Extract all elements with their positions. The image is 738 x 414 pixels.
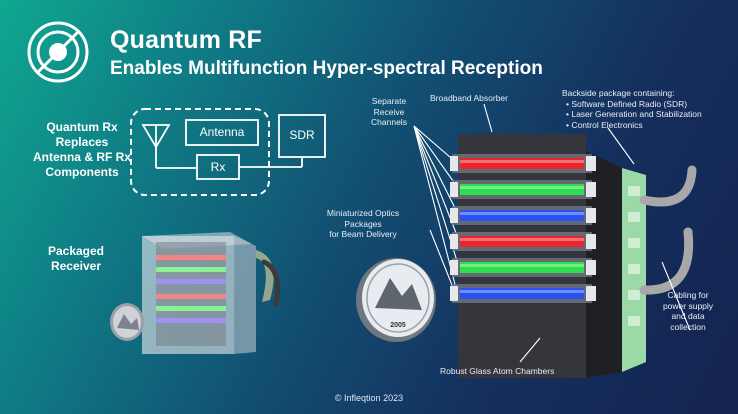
receive-channel-3 (450, 206, 596, 225)
page-title: Quantum RF (110, 26, 262, 54)
replaces-line-2: Replaces (55, 135, 109, 149)
page-subtitle: Enables Multifunction Hyper-spectral Rec… (110, 58, 543, 79)
antenna-label: Antenna (199, 125, 245, 139)
receive-channel-5 (450, 258, 596, 277)
separate-line-2: Receive (373, 106, 405, 117)
quarter-coin-icon (356, 258, 436, 342)
replaces-label: Quantum Rx Replaces Antenna & RF Rx Comp… (22, 120, 142, 180)
backside-line-1: Backside package containing: (562, 88, 675, 98)
packaged-receiver-render (142, 232, 280, 354)
atom-chamber-stack (458, 134, 697, 378)
cable-top-icon (639, 165, 697, 207)
sdr-box (278, 114, 326, 158)
rx-schematic (130, 108, 326, 196)
backside-line-2: • Software Defined Radio (SDR) (566, 98, 688, 109)
cabling-line-1: Cabling for (667, 290, 709, 300)
replaces-line-4: Components (45, 165, 119, 179)
backside-package-label: Backside package containing: • Software … (562, 88, 702, 130)
rx-label: Rx (210, 160, 226, 174)
packaged-receiver-label: Packaged Receiver (34, 244, 118, 274)
coin-year-text: 2005 (390, 322, 406, 329)
receive-channel-1 (450, 154, 596, 173)
optics-packages-label: Miniaturized Optics Packages for Beam De… (316, 208, 410, 240)
backside-line-4: • Control Electronics (566, 119, 643, 130)
optics-line-3: for Beam Delivery (329, 229, 397, 239)
separate-line-1: Separate (371, 96, 407, 106)
infleqtion-logo-icon (27, 21, 89, 83)
optics-line-2: Packages (344, 218, 382, 229)
dashed-replacement-box (130, 108, 270, 196)
broadband-absorber-label: Broadband Absorber (430, 93, 508, 103)
sdr-label: SDR (289, 128, 315, 142)
cabling-label: Cabling for power supply and data collec… (652, 290, 724, 332)
antenna-symbol-icon (141, 124, 197, 169)
cable-bottom-icon (639, 227, 694, 295)
separate-channels-label: Separate Receive Channels (354, 96, 424, 128)
coin-icon (110, 303, 144, 341)
replaces-line-3: Antenna & RF Rx (32, 150, 131, 164)
receive-channel-6 (450, 284, 596, 303)
receive-channel-2 (450, 180, 596, 199)
cabling-line-3: and data (671, 311, 705, 321)
backside-line-3: • Laser Generation and Stabilization (566, 109, 702, 119)
footer-copyright: © Infleqtion 2023 (334, 393, 404, 403)
glass-chambers-label: Robust Glass Atom Chambers (440, 366, 555, 376)
antenna-box (185, 119, 259, 146)
cabling-line-4: collection (670, 321, 706, 332)
packaged-line-2: Receiver (50, 259, 102, 273)
receive-channel-4 (450, 232, 596, 251)
separate-line-3: Channels (371, 117, 407, 127)
optics-line-1: Miniaturized Optics (326, 208, 400, 218)
packaged-line-1: Packaged (47, 244, 105, 258)
replaces-line-1: Quantum Rx (46, 120, 118, 134)
cabling-line-2: power supply (662, 300, 714, 311)
